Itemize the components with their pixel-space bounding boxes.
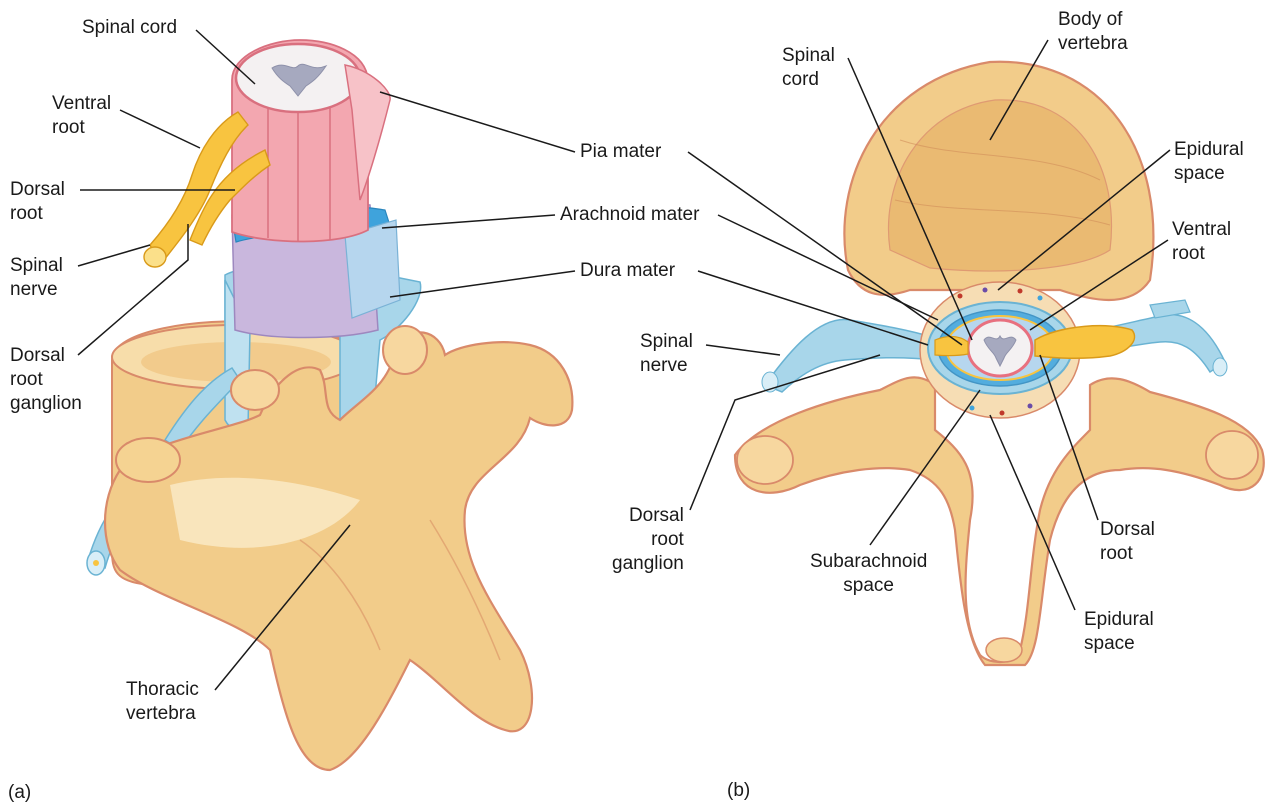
vertebral-body-b [844,62,1153,300]
label-subarachnoid-space: Subarachnoid space [810,550,927,598]
label-ventral-root-b: Ventral root [1172,218,1231,266]
label-body-of-vertebra: Body of vertebra [1058,8,1128,56]
leader-pia-mater-a [380,92,575,152]
label-dorsal-root-ganglion-a: Dorsal root ganglion [10,344,82,416]
label-epidural-space-bottom: Epidural space [1084,608,1154,656]
leader-spinal-nerve-a [78,245,150,266]
label-dura-mater: Dura mater [580,259,675,283]
label-arachnoid-mater: Arachnoid mater [560,203,699,227]
panel-a-drawing [87,40,572,770]
panel-a-tag: (a) [8,782,31,804]
label-epidural-space-top: Epidural space [1174,138,1244,186]
label-spinal-nerve-b: Spinal nerve [640,330,693,378]
leader-ventral-root-a [120,110,200,148]
label-spinal-nerve-a: Spinal nerve [10,254,63,302]
label-ventral-root-a: Ventral root [52,92,111,140]
vertebral-arch-b [735,377,1264,665]
leader-spinal-nerve-b [706,345,780,355]
label-thoracic-vertebra: Thoracic vertebra [126,678,199,726]
spinal-cord-column-a [232,40,390,242]
label-dorsal-root-b: Dorsal root [1100,518,1155,566]
panel-b-tag: (b) [727,780,750,802]
label-dorsal-root-a: Dorsal root [10,178,65,226]
label-spinal-cord-b: Spinal cord [782,44,835,92]
leader-arachnoid-mater-a [382,215,555,228]
label-pia-mater: Pia mater [580,140,661,164]
label-dorsal-root-ganglion-b: Dorsal root ganglion [612,504,684,576]
label-spinal-cord-a: Spinal cord [82,16,177,40]
